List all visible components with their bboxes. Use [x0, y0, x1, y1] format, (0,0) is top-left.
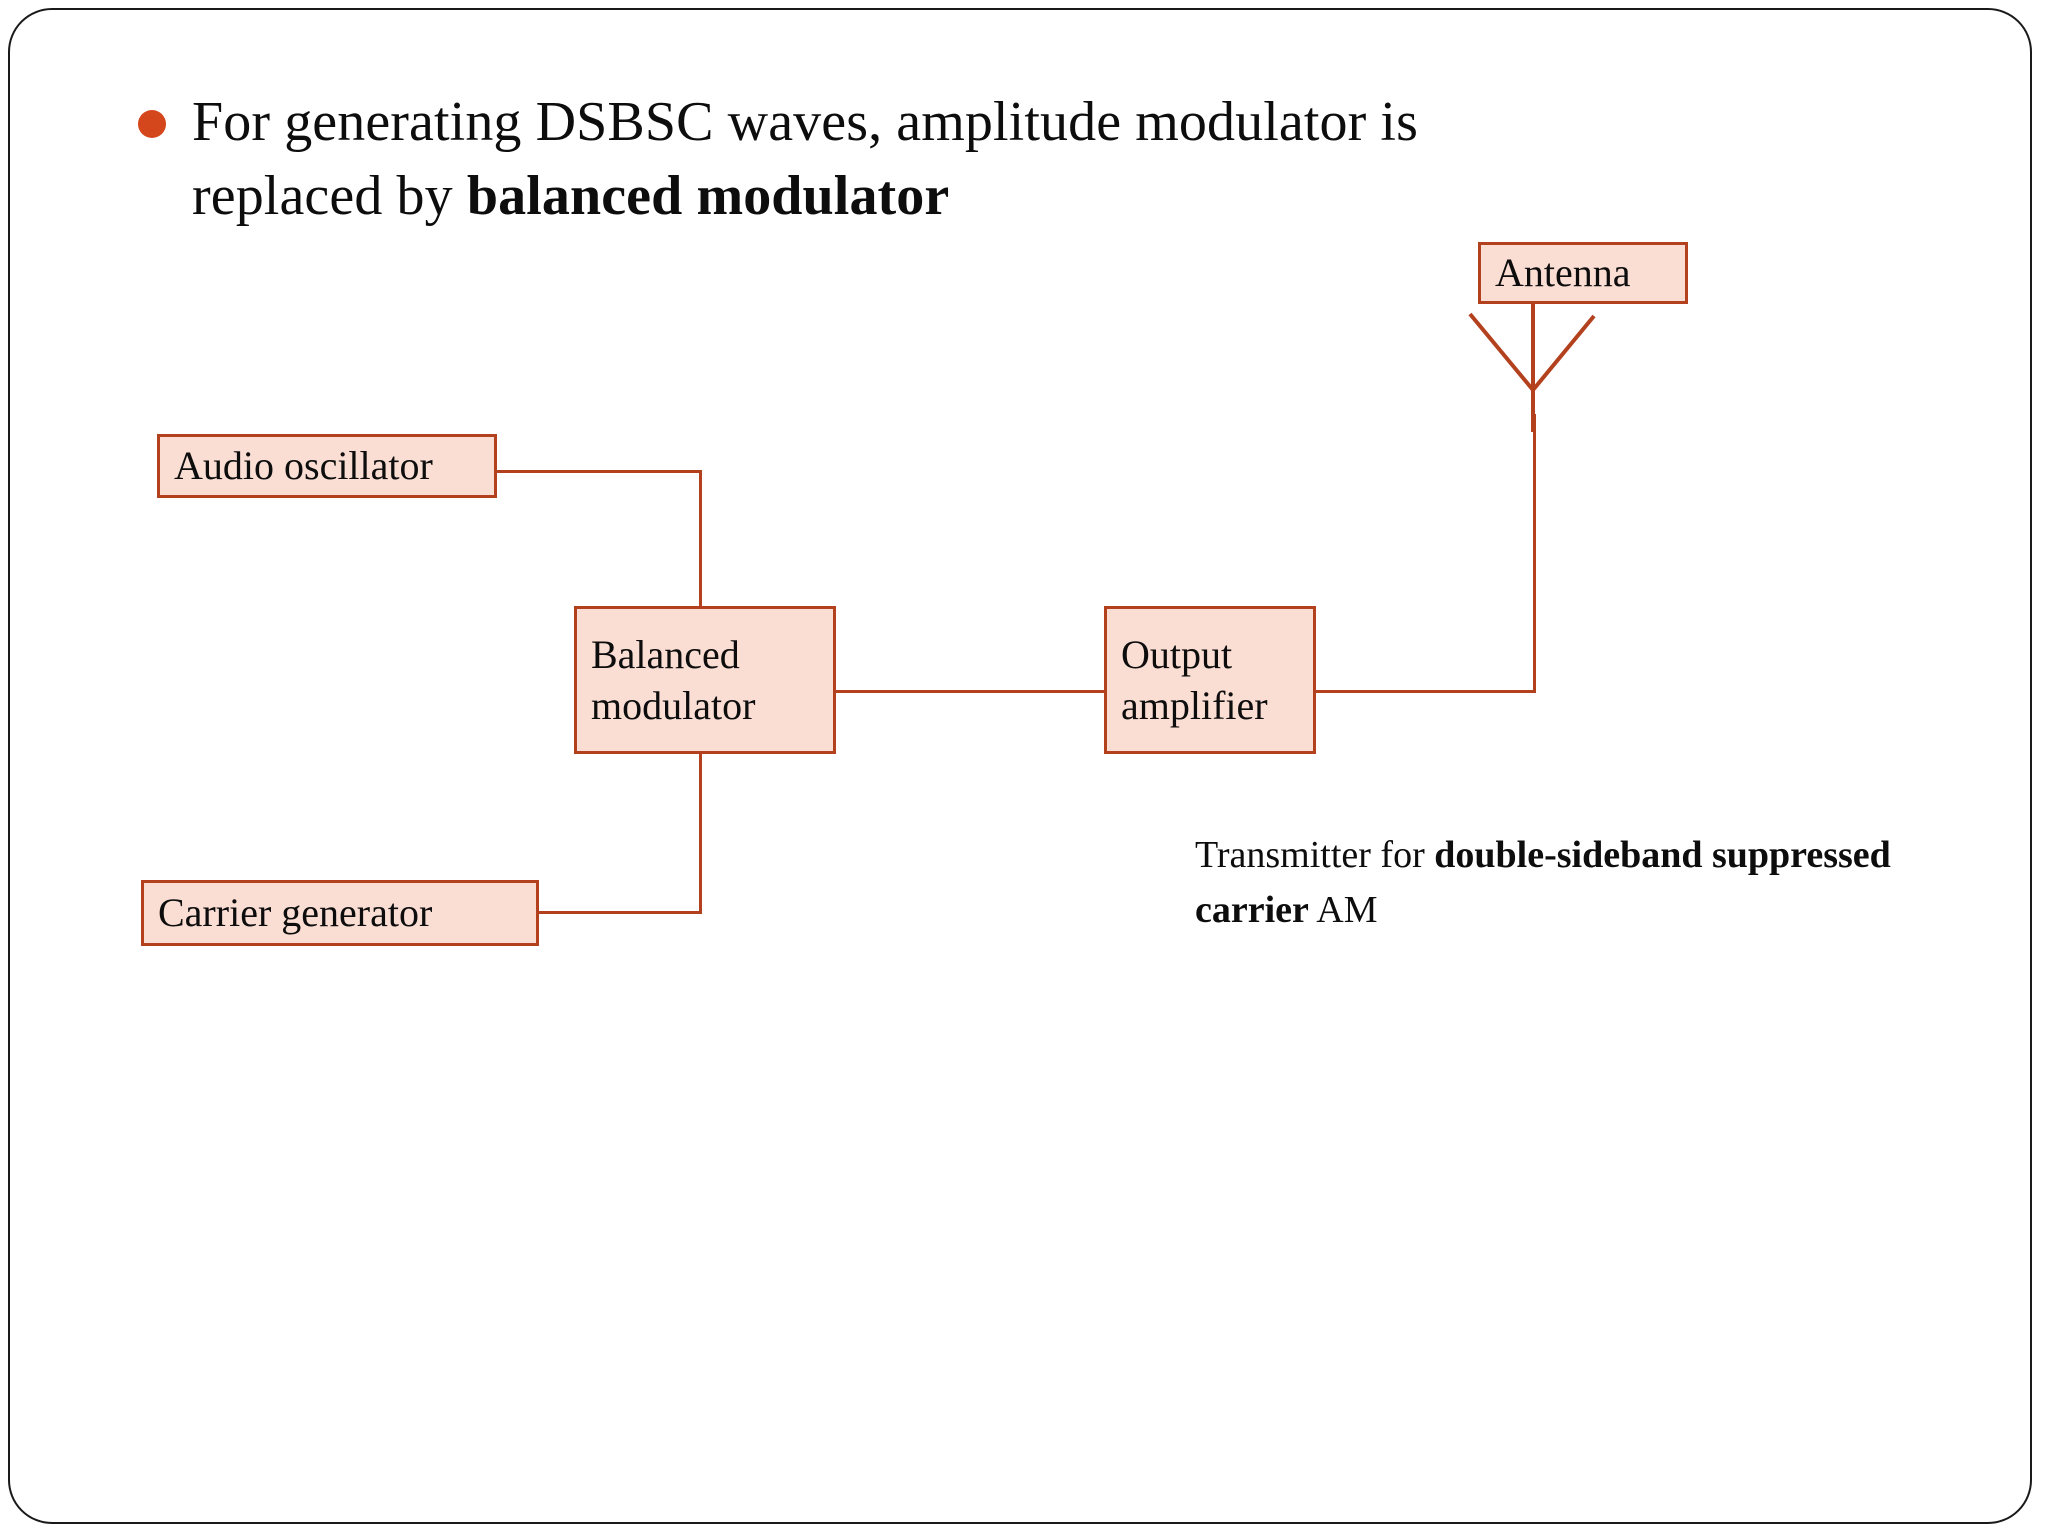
block-output-amplifier-label: Output amplifier	[1121, 631, 1268, 728]
bullet-dot-icon	[138, 110, 166, 138]
block-output-amplifier[interactable]: Output amplifier	[1104, 606, 1316, 754]
antenna-icon	[1468, 302, 1596, 432]
wire-audio-to-balanced-horizontal	[497, 470, 702, 473]
bullet-line-1: For generating DSBSC waves, amplitude mo…	[192, 91, 1418, 153]
block-audio-oscillator[interactable]: Audio oscillator	[157, 434, 497, 498]
bullet-line-2-prefix: replaced by	[192, 164, 467, 227]
block-audio-oscillator-label: Audio oscillator	[174, 443, 433, 489]
caption-prefix: Transmitter for	[1195, 834, 1435, 876]
block-carrier-generator-label: Carrier generator	[158, 890, 433, 936]
wire-carrier-to-balanced-horizontal	[539, 911, 702, 914]
diagram-caption: Transmitter for double-sideband suppress…	[1195, 828, 1915, 938]
presentation-slide: For generating DSBSC waves, amplitude mo…	[8, 8, 2032, 1524]
wire-output-to-antenna-horizontal	[1316, 690, 1536, 693]
block-balanced-modulator[interactable]: Balanced modulator	[574, 606, 836, 754]
bullet-text: For generating DSBSC waves, amplitude mo…	[192, 86, 1698, 234]
caption-suffix: AM	[1308, 889, 1378, 932]
block-carrier-generator[interactable]: Carrier generator	[141, 880, 539, 946]
wire-output-to-antenna-vertical	[1533, 414, 1536, 693]
bullet-line-2-bold: balanced modulator	[466, 164, 950, 227]
wire-carrier-to-balanced-vertical	[699, 752, 702, 914]
block-antenna-label: Antenna	[1495, 250, 1631, 296]
wire-balanced-to-output	[836, 690, 1106, 693]
block-antenna[interactable]: Antenna	[1478, 242, 1688, 304]
bullet-paragraph: For generating DSBSC waves, amplitude mo…	[138, 86, 1698, 234]
block-balanced-modulator-label: Balanced modulator	[591, 631, 756, 728]
caption-bold: double-sideband suppressed carrier	[1195, 834, 1891, 932]
wire-audio-to-balanced-vertical	[699, 470, 702, 608]
block-diagram: Antenna Audio oscillator Balanced modula…	[10, 10, 2030, 1522]
